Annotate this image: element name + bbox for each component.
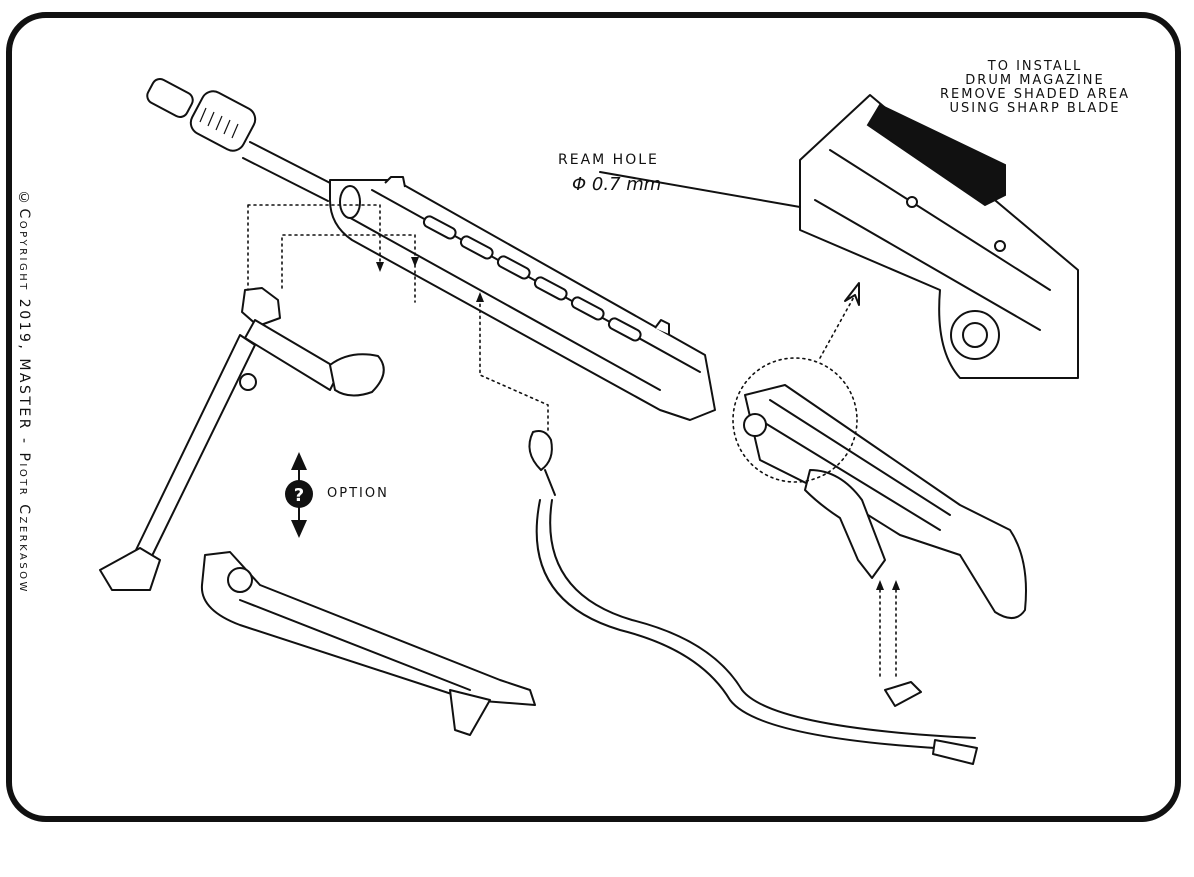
detail-view: [799, 94, 1079, 379]
bipod-alternate-part: [200, 551, 536, 736]
install-note-line: USING SHARP BLADE: [949, 101, 1121, 116]
install-note-line: TO INSTALL: [987, 59, 1083, 74]
svg-text:?: ?: [294, 485, 304, 506]
ream-hole-label: REAM HOLE: [558, 152, 659, 168]
cooling-slots: [422, 215, 642, 342]
magnifier-circle: [732, 357, 858, 483]
ream-leader: [599, 171, 801, 208]
copyright-notice: ©Copyright 2019, MASTER - Piotr Czerkaso…: [16, 190, 32, 594]
barrel-part: [146, 78, 337, 202]
shaded-area: [866, 103, 1006, 207]
ream-hole-size: Φ 0.7 mm: [572, 174, 662, 195]
muzzle-brake: [189, 90, 257, 152]
install-note-line: REMOVE SHADED AREA: [939, 87, 1131, 102]
receiver-part: [329, 176, 716, 421]
install-drum-magazine-note: TO INSTALL DRUM MAGAZINE REMOVE SHADED A…: [905, 60, 1165, 116]
bipod-part: [99, 287, 385, 591]
option-label: OPTION: [327, 486, 389, 501]
option-arrow: ?: [285, 452, 313, 538]
install-note-line: DRUM MAGAZINE: [965, 73, 1105, 88]
stock-part: [743, 384, 1027, 619]
question-mark-icon: [285, 480, 313, 508]
sling-part: [528, 430, 978, 765]
